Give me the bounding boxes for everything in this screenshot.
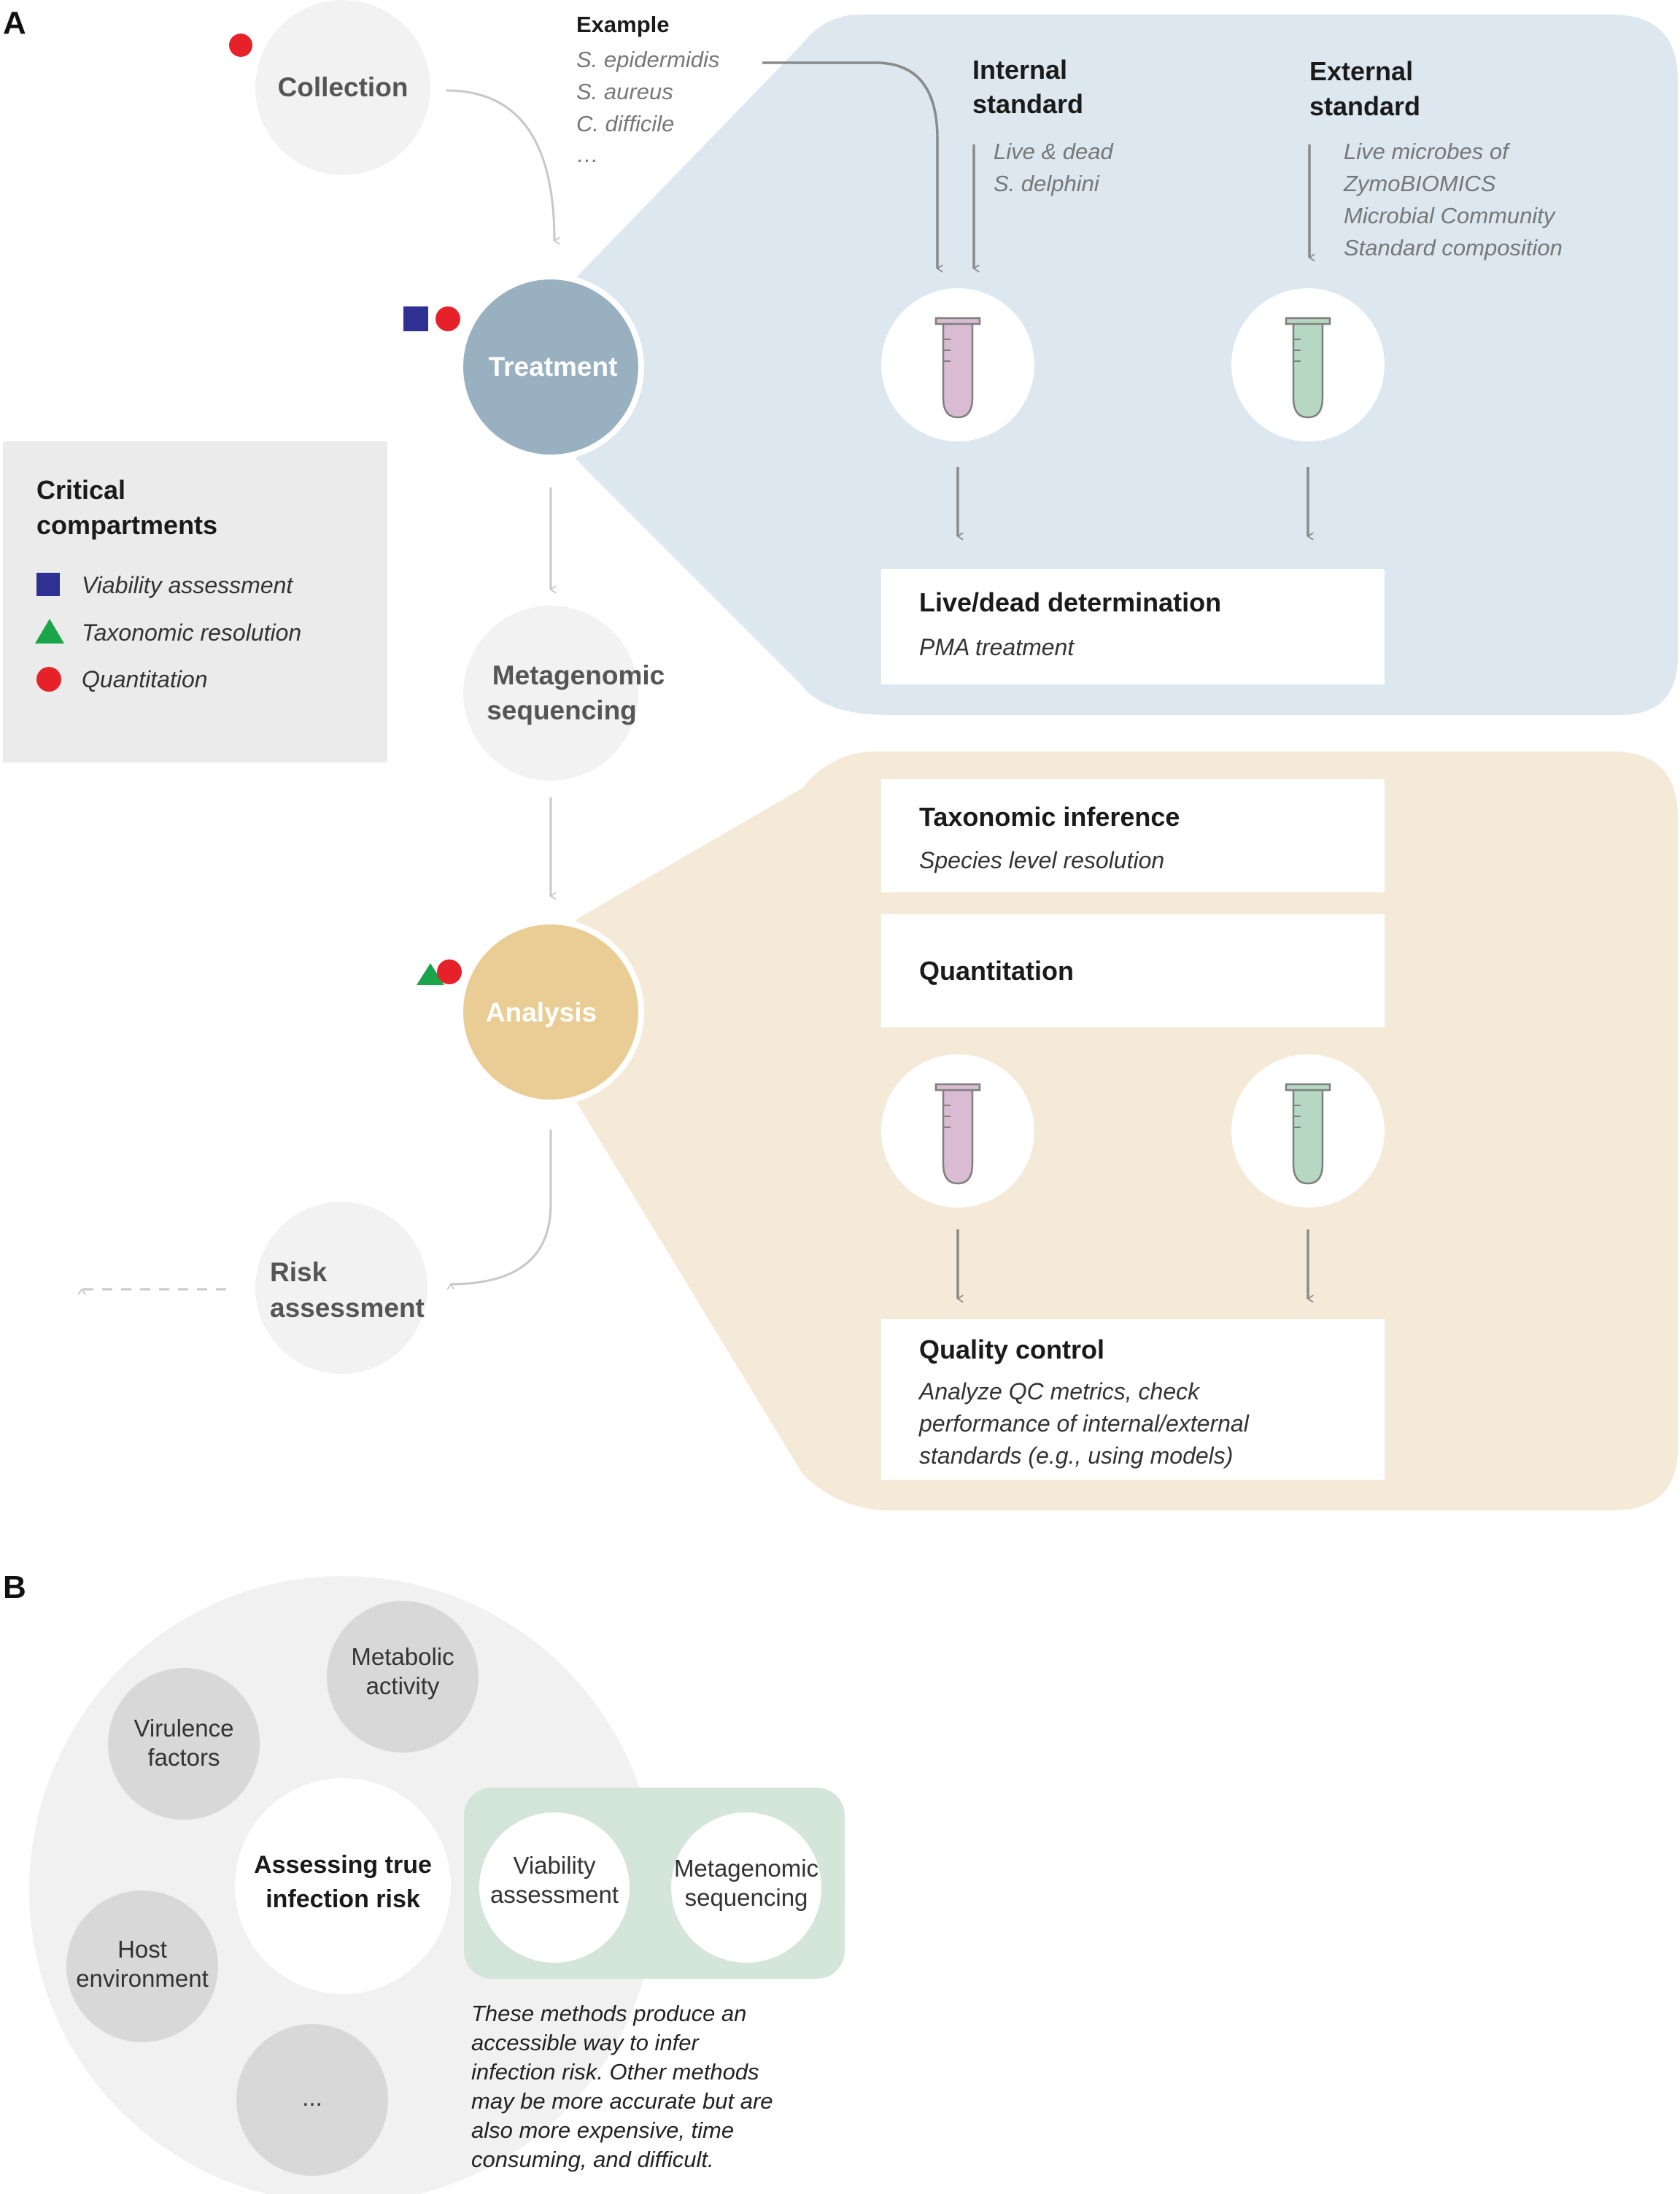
internal-standard-desc: S. delphini (994, 171, 1100, 196)
internal-standard-title-line1: Internal (972, 55, 1067, 85)
external-standard-tube-icon (1231, 288, 1385, 441)
internal-standard-desc: Live & dead (994, 139, 1114, 164)
quantitation-marker-red-dot (437, 959, 462, 984)
viability-assessment-label-line1: Viability (513, 1852, 596, 1879)
virulence-factors-label-line2: factors (147, 1744, 220, 1771)
legend-square-icon (36, 573, 60, 596)
assessing-infection-risk-circle (235, 1778, 451, 1994)
host-environment-circle (66, 1890, 218, 2042)
example-item: C. difficile (576, 111, 674, 136)
external-standard-title-line1: External (1309, 56, 1413, 86)
arrow-analysis-to-risk (446, 1129, 552, 1290)
methods-note-line: accessible way to infer (471, 2030, 700, 2055)
legend-box (3, 441, 387, 762)
quality-control-desc: Analyze QC metrics, check (918, 1378, 1201, 1405)
quality-control-desc: performance of internal/external (918, 1410, 1250, 1437)
quantitation-box (881, 914, 1385, 1027)
legend-item-label: Taxonomic resolution (82, 619, 301, 646)
viability-assessment-label-line2: assessment (490, 1881, 619, 1908)
collection-node (255, 0, 430, 175)
assessing-infection-risk-line1: Assessing true (254, 1851, 432, 1879)
panel-a-letter: A (3, 5, 26, 41)
internal-standard-tube-icon (881, 288, 1034, 441)
taxonomic-inference-desc: Species level resolution (919, 847, 1164, 873)
methods-note-line: infection risk. Other methods (471, 2059, 759, 2085)
legend-title-line2: compartments (36, 510, 217, 540)
methods-note-line: These methods produce an (471, 2001, 746, 2026)
legend-triangle-icon (35, 619, 64, 644)
treatment-node (463, 279, 638, 455)
quality-control-title: Quality control (919, 1334, 1104, 1364)
quantitation-marker-red-dot (436, 306, 460, 331)
viability-assessment-circle (479, 1812, 630, 1963)
legend-title-line1: Critical (36, 475, 125, 505)
collection-label: Collection (278, 72, 409, 102)
host-environment-label-line2: environment (76, 1965, 209, 1992)
host-environment-label-line1: Host (117, 1936, 167, 1963)
more-factors-label: ... (302, 2084, 322, 2111)
metabolic-activity-label-line1: Metabolic (351, 1643, 454, 1670)
external-standard-desc: ZymoBIOMICS (1343, 171, 1496, 196)
quality-control-box (881, 1319, 1385, 1480)
more-factors-circle (236, 2024, 388, 2176)
metabolic-activity-label-line2: activity (366, 1672, 440, 1699)
assessing-infection-risk-line2: infection risk (266, 1885, 420, 1913)
treatment-detail-panel (576, 15, 1678, 715)
example-item: S. epidermidis (576, 47, 719, 72)
analysis-label: Analysis (486, 997, 597, 1027)
methods-note-line: also more expensive, time (471, 2117, 734, 2143)
legend-circle-icon (36, 667, 61, 692)
external-standard-desc: Live microbes of (1344, 139, 1511, 164)
quality-control-desc: standards (e.g., using models) (919, 1442, 1233, 1469)
internal-standard-tube-icon (881, 1054, 1034, 1208)
sequencing-label-line1: Metagenomic (492, 660, 665, 690)
treatment-label: Treatment (489, 352, 618, 382)
risk-assessment-node (255, 1202, 427, 1374)
quantitation-marker-red-dot (229, 34, 252, 57)
internal-standard-title-line2: standard (972, 89, 1083, 119)
analysis-detail-panel (576, 752, 1678, 1510)
external-standard-title-line2: standard (1309, 91, 1420, 121)
panel-b-letter: B (3, 1569, 26, 1605)
live-dead-desc: PMA treatment (919, 634, 1075, 660)
metabolic-activity-circle (327, 1601, 479, 1753)
arrow-example-to-internal-tube (762, 61, 943, 273)
risk-label-line1: Risk (270, 1257, 328, 1287)
quantitation-title: Quantitation (919, 956, 1074, 986)
live-dead-box (881, 569, 1385, 684)
taxonomic-inference-title: Taxonomic inference (919, 802, 1180, 832)
legend-item-label: Viability assessment (82, 572, 293, 598)
methods-note-line: may be more accurate but are (471, 2088, 773, 2114)
virulence-factors-circle (108, 1668, 260, 1820)
legend-item-label: Quantitation (82, 666, 208, 692)
arrow-collection-to-treatment (446, 89, 560, 245)
metagenomic-sequencing-circle (671, 1812, 821, 1963)
example-item: S. aureus (576, 79, 673, 104)
external-standard-tube-icon (1231, 1054, 1385, 1208)
viability-marker-square (403, 306, 428, 331)
external-standard-desc: Microbial Community (1344, 203, 1557, 228)
methods-note-line: consuming, and difficult. (471, 2147, 714, 2172)
sequencing-node (463, 606, 638, 781)
virulence-factors-label-line1: Virulence (134, 1715, 234, 1742)
analysis-node (463, 924, 638, 1100)
example-item: … (576, 142, 599, 167)
sequencing-label-line2: sequencing (487, 695, 637, 725)
live-dead-title: Live/dead determination (919, 587, 1221, 617)
metagenomic-sequencing-label-line1: Metagenomic (674, 1855, 818, 1882)
risk-label-line2: assessment (270, 1293, 425, 1323)
example-title: Example (576, 12, 670, 37)
taxonomic-inference-box (881, 779, 1385, 892)
taxonomic-marker-triangle (417, 963, 444, 985)
external-standard-desc: Standard composition (1344, 235, 1563, 260)
metagenomic-sequencing-label-line2: sequencing (685, 1884, 808, 1911)
